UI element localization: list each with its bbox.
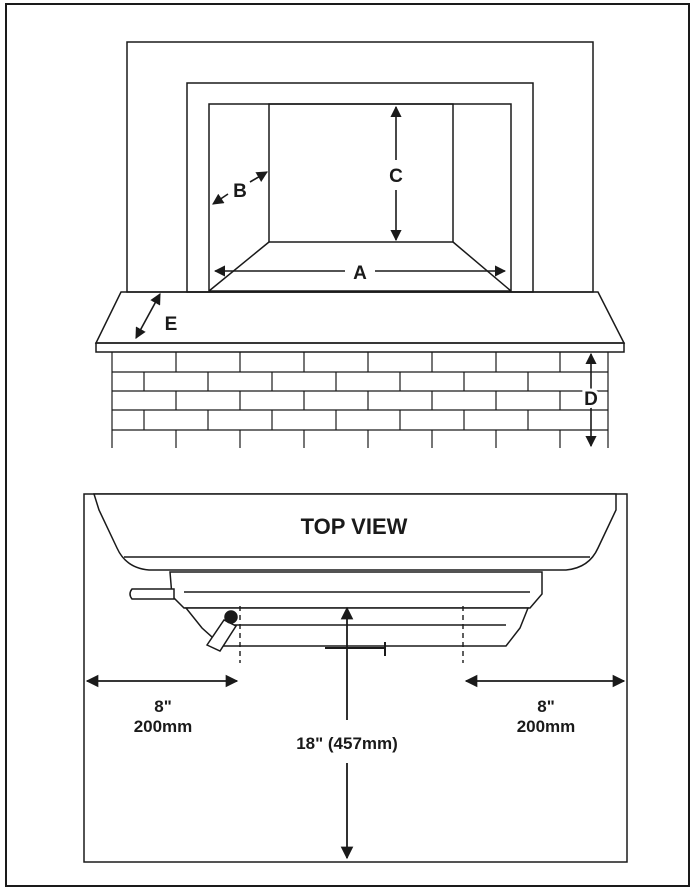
top-view-title: TOP VIEW [301, 514, 408, 539]
left-clearance-inches: 8" [154, 697, 172, 716]
knob-icon [224, 610, 238, 624]
dimension-e-label: E [165, 314, 178, 335]
brick-base [111, 352, 609, 448]
page-border [5, 3, 690, 887]
dimension-b-arrow-in [212, 193, 229, 205]
dimension-c-label: C [389, 166, 403, 187]
dimension-arrows [135, 105, 597, 448]
dimension-e-arrow [135, 293, 161, 339]
stove-top-view [92, 493, 617, 656]
dimension-b-arrow-out [249, 171, 268, 183]
dimension-b-label: B [233, 181, 247, 202]
door-handle-icon [205, 619, 238, 652]
stove-ash-lip [184, 607, 530, 647]
front-clearance-label: 18" (457mm) [296, 734, 398, 753]
fireplace-front-view [126, 41, 594, 293]
dimension-a-label: A [353, 263, 367, 284]
left-clearance-mm: 200mm [134, 717, 193, 736]
right-clearance-mm: 200mm [517, 717, 576, 736]
dimension-d-label: D [584, 389, 598, 410]
stove-front-tier [169, 571, 543, 609]
hearth [94, 291, 626, 353]
right-clearance-inches: 8" [537, 697, 555, 716]
stove-body [92, 493, 617, 571]
firebox-back-wall [268, 103, 454, 243]
fireplace-surround [126, 41, 594, 293]
side-handle-icon [129, 588, 175, 600]
